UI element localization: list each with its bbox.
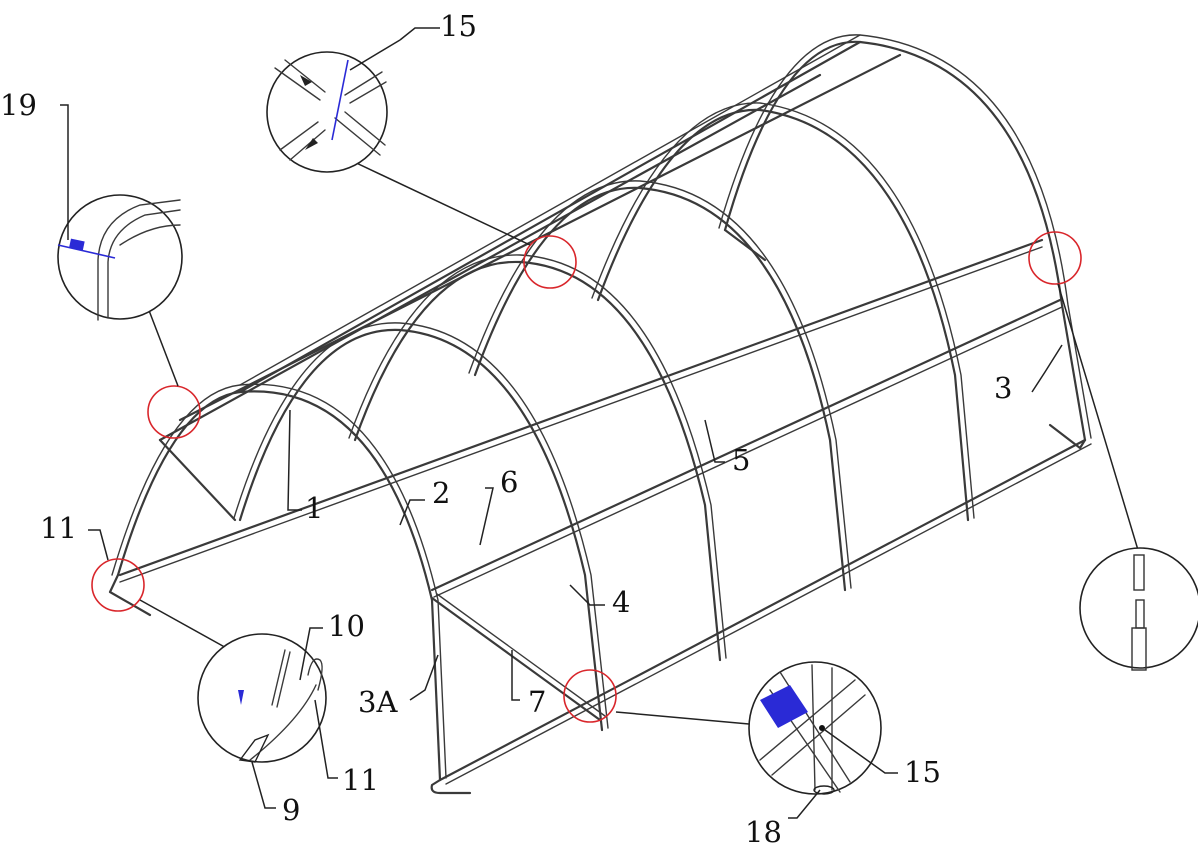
label-part-15-bottom: 15: [904, 755, 941, 789]
highlight-circle-3: [1028, 231, 1082, 285]
highlight-circle-15-top: [523, 235, 577, 289]
detail-connectors: [139, 159, 1139, 726]
label-part-18: 18: [745, 815, 782, 849]
label-leaders: [60, 27, 1063, 819]
label-part-3: 3: [994, 371, 1012, 405]
label-part-9: 9: [282, 793, 300, 827]
label-part-4: 4: [612, 585, 630, 619]
frame-arches: [111, 34, 1092, 782]
frame-purlins: [108, 34, 1092, 795]
label-part-3a: 3A: [358, 685, 398, 719]
highlight-circle-11: [91, 558, 145, 612]
label-part-19: 19: [0, 88, 37, 122]
label-part-11-top: 11: [40, 511, 77, 545]
label-part-2: 2: [432, 476, 450, 510]
detail-view-15-top: [266, 51, 388, 173]
detail-view-9-10-11: [197, 633, 327, 763]
label-part-6: 6: [500, 465, 518, 499]
label-part-5: 5: [732, 443, 750, 477]
detail-view-19: [57, 194, 183, 321]
highlight-markers: [91, 231, 1082, 723]
part-labels: 15 19 1 2 6 4 5 3 3A 7 11 10 11 9 15 18: [0, 9, 1012, 849]
label-part-15-top: 15: [440, 9, 477, 43]
label-part-1: 1: [305, 491, 323, 525]
label-part-7: 7: [528, 685, 546, 719]
highlight-circle-19: [147, 385, 201, 439]
detail-view-3: [1079, 547, 1198, 671]
label-part-11-bottom: 11: [342, 763, 379, 797]
label-part-10: 10: [328, 609, 365, 643]
highlight-circle-15-bottom: [563, 669, 617, 723]
detail-view-15-18: [748, 661, 882, 795]
